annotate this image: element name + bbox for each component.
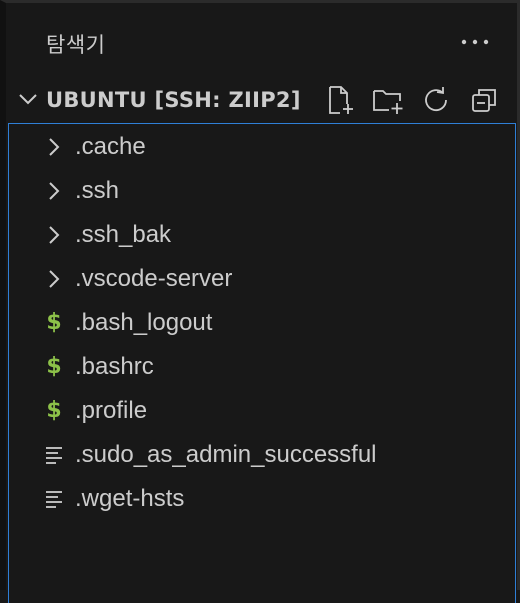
folder-item[interactable]: .ssh xyxy=(9,169,515,213)
file-item[interactable]: $ .bash_logout xyxy=(9,301,515,345)
chevron-right-icon xyxy=(43,223,65,247)
dollar-icon: $ xyxy=(43,311,65,335)
item-label: .vscode-server xyxy=(75,265,233,292)
chevron-right-icon xyxy=(43,179,65,203)
file-item[interactable]: $ .profile xyxy=(9,389,515,433)
chevron-right-icon xyxy=(43,135,65,159)
collapse-all-icon[interactable] xyxy=(465,83,503,117)
dollar-glyph: $ xyxy=(46,354,62,379)
item-label: .profile xyxy=(75,397,148,424)
new-folder-icon[interactable] xyxy=(369,83,407,117)
explorer-title-bar: 탐색기 xyxy=(6,3,517,75)
workspace-section-header[interactable]: UBUNTU [SSH: ZIIP2] xyxy=(6,79,517,121)
dollar-glyph: $ xyxy=(46,310,62,335)
item-label: .bashrc xyxy=(75,353,154,380)
item-label: .sudo_as_admin_successful xyxy=(75,441,377,468)
dollar-icon: $ xyxy=(43,355,65,379)
file-tree: .cache .ssh .ssh_bak .vscode-server $ .bash_l… xyxy=(8,123,516,603)
folder-item[interactable]: .ssh_bak xyxy=(9,213,515,257)
chevron-down-icon[interactable] xyxy=(16,87,40,111)
folder-item[interactable]: .cache xyxy=(9,125,515,169)
dollar-icon: $ xyxy=(43,399,65,423)
refresh-icon[interactable] xyxy=(417,83,455,117)
item-label: .wget-hsts xyxy=(75,485,185,512)
lines-icon xyxy=(43,443,65,467)
dollar-glyph: $ xyxy=(46,398,62,423)
section-actions xyxy=(321,83,503,117)
item-label: .ssh_bak xyxy=(75,221,172,248)
file-item[interactable]: .wget-hsts xyxy=(9,477,515,521)
lines-icon xyxy=(43,487,65,511)
item-label: .bash_logout xyxy=(75,309,213,336)
chevron-right-icon xyxy=(43,267,65,291)
workspace-title: UBUNTU [SSH: ZIIP2] xyxy=(46,88,301,112)
item-label: .cache xyxy=(75,133,146,160)
more-actions-icon[interactable] xyxy=(455,27,495,57)
folder-item[interactable]: .vscode-server xyxy=(9,257,515,301)
file-item[interactable]: .sudo_as_admin_successful xyxy=(9,433,515,477)
item-label: .ssh xyxy=(75,177,120,204)
explorer-title: 탐색기 xyxy=(46,33,106,57)
new-file-icon[interactable] xyxy=(321,83,359,117)
file-item[interactable]: $ .bashrc xyxy=(9,345,515,389)
